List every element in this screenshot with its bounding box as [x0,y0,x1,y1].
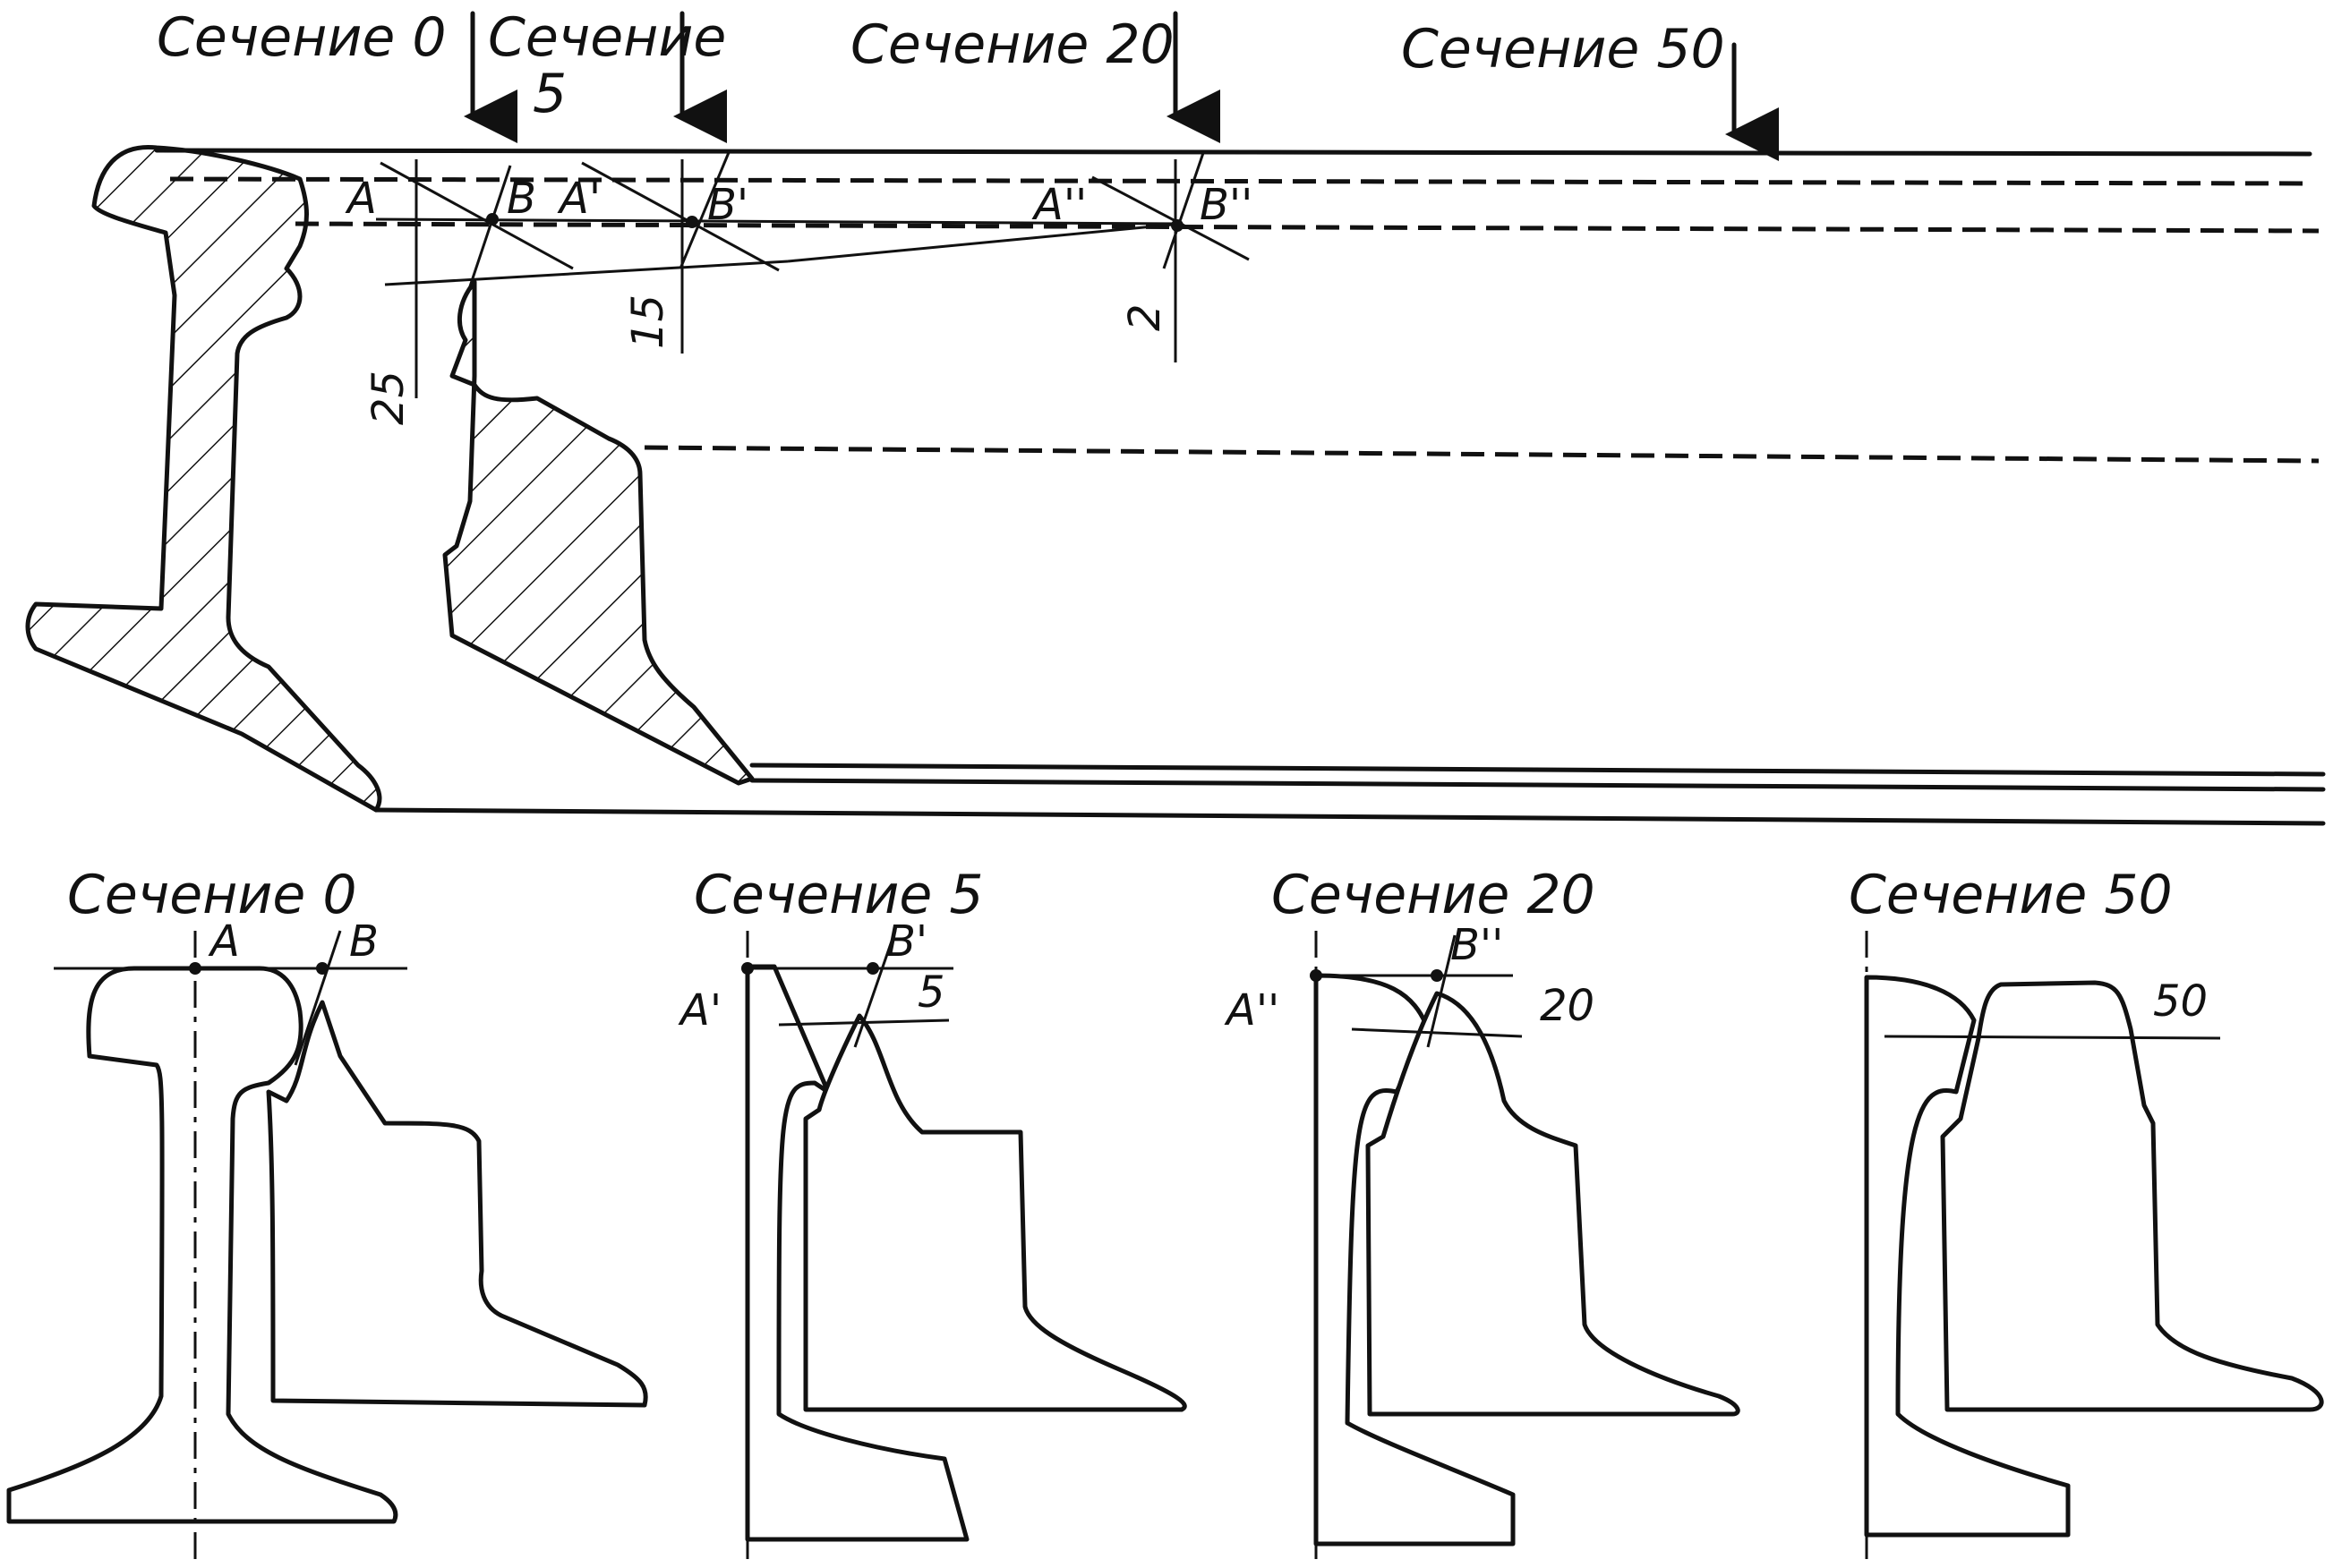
cross-section-0: Сечение 0 A B [6,864,648,1566]
top-label-section-5-line1: Сечение [488,6,726,69]
top-label-section-0: Сечение 0 [157,6,447,69]
longitudinal-view: Сечение 0 Сечение 5 Сечение 20 Сечение 5… [25,6,2326,826]
label-point-b2: B'' [1200,180,1252,230]
head-line-2 [295,221,2320,234]
section-0-point-a [189,962,201,975]
cross-section-5: Сечение 5 A' B' 5 [678,864,1187,1566]
section-5-label-b1: B' [886,916,927,967]
section-20-label-b2: B'' [1450,920,1503,970]
point-rail-outline-20 [1365,991,1740,1417]
top-label-section-50: Сечение 50 [1401,18,1725,81]
section-20-dim-line [1351,1027,1523,1038]
cross-section-50: Сечение 50 50 [1849,864,2324,1566]
point-b1-dot [686,216,698,228]
section-5-dim-line [778,1018,950,1027]
stock-rail-outline-5 [745,964,970,1542]
slant-line-b1 [679,149,731,269]
dim-label-25: 25 [363,371,414,425]
section-5-label-5: 5 [918,967,945,1018]
section-0-point-b [316,962,329,975]
label-point-b: B [507,174,536,224]
stock-rail-section [25,144,382,813]
top-label-section-5-line2: 5 [533,63,567,125]
foot-line-1 [749,763,2326,777]
point-rail-outline-50 [1940,980,2324,1412]
slant-line-a2 [1091,175,1250,261]
section-20-point-b2 [1431,969,1443,982]
cross-sections: Сечение 0 A B Сечение 5 A' B' 5 [6,864,2324,1566]
section-20-slant [1426,934,1457,1048]
section-0-label-a: A [208,916,240,967]
foot-line-2 [749,778,2326,792]
cross-section-20: Сечение 20 A'' B'' 20 [1224,864,1740,1566]
label-point-a2: A'' [1031,180,1087,230]
stock-rail-outline-50 [1864,975,2071,1538]
section-5-slant [853,930,897,1048]
top-label-section-20: Сечение 20 [850,13,1175,76]
point-b2-dot [1171,219,1184,232]
taper-line [384,260,789,286]
top-edge-line [154,148,2312,157]
section-20-label-20: 20 [1540,981,1594,1031]
stock-rail-outline-0 [6,966,398,1524]
stock-rail-outline-20 [1313,973,1516,1547]
label-point-a: A [345,174,377,224]
section-0-label-b: B [349,916,379,967]
section-5-point-b1 [867,962,879,975]
label-point-a1: A' [557,174,601,224]
point-rail-outline-5 [803,1013,1187,1412]
point-rail-outline-0 [266,1000,648,1408]
point-b-dot [486,213,499,226]
section-0-slant [294,930,342,1066]
section-20-point-a2 [1310,969,1322,982]
dim-label-15: 15 [623,294,673,349]
foot-line-3 [373,807,2326,826]
slant-line-b2 [1162,149,1206,269]
bottom-label-section-5: Сечение 5 [694,864,984,926]
section-50-dim-line [1884,1035,2221,1040]
slant-line-a [380,161,574,270]
section-50-label-50: 50 [2153,976,2208,1027]
label-point-b1: B' [707,180,748,230]
switch-point-section [442,279,755,786]
section-5-point-a1 [741,962,754,975]
bottom-label-section-0: Сечение 0 [67,864,357,926]
slant-line-b [468,165,512,287]
section-5-label-a1: A' [678,985,722,1035]
head-line-1 [169,176,2311,186]
section-20-label-a2: A'' [1224,985,1279,1035]
reference-line [375,217,1183,226]
bottom-label-section-50: Сечение 50 [1849,864,2173,926]
bottom-label-section-20: Сечение 20 [1271,864,1595,926]
taper-line-2 [787,222,1183,263]
slant-line-a1 [581,161,780,272]
web-line [644,445,2320,464]
dim-label-2: 2 [1120,303,1170,331]
